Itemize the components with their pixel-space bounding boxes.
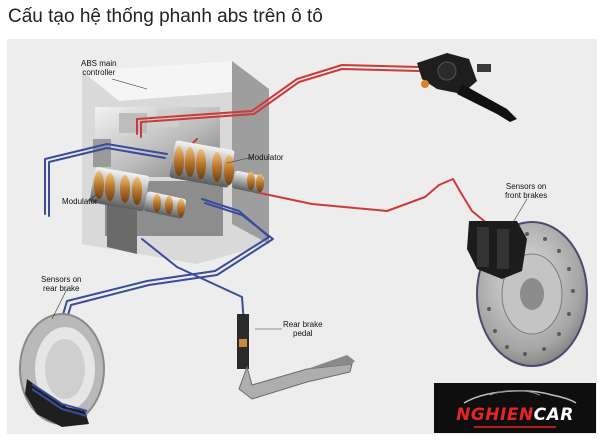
blue-brake-lines: [44, 143, 274, 374]
abs-diagram: ABS main controller Modulator Modulator …: [7, 39, 597, 434]
label-abs-main-controller: ABS main controller: [81, 59, 117, 77]
diagram-graphic: [19, 53, 588, 427]
front-brake-disc: [467, 221, 588, 367]
rear-brake-disc: [19, 313, 105, 427]
logo-text-nghien: NGHIEN: [456, 405, 534, 425]
modulator-right-unit: [169, 140, 264, 194]
logo-text-car: CAR: [533, 405, 574, 425]
nghiencar-logo: NGHIENCAR: [434, 383, 596, 433]
rear-brake-pedal-assembly: [237, 314, 355, 400]
label-sensors-front-brakes: Sensors on front brakes: [505, 182, 548, 200]
page-title: Cấu tạo hệ thống phanh abs trên ô tô: [8, 6, 323, 27]
modulator-left-unit: [89, 167, 187, 219]
hand-lever-assembly: [417, 53, 517, 122]
label-sensors-rear-brake: Sensors on rear brake: [41, 275, 82, 293]
logo-wordmark: NGHIENCAR: [434, 405, 596, 425]
label-modulator-left: Modulator: [62, 197, 98, 206]
label-rear-brake-pedal: Rear brake pedal: [283, 320, 323, 338]
leader-lines: [51, 78, 528, 330]
car-silhouette-icon: [463, 390, 577, 428]
label-modulator-right: Modulator: [248, 153, 284, 162]
